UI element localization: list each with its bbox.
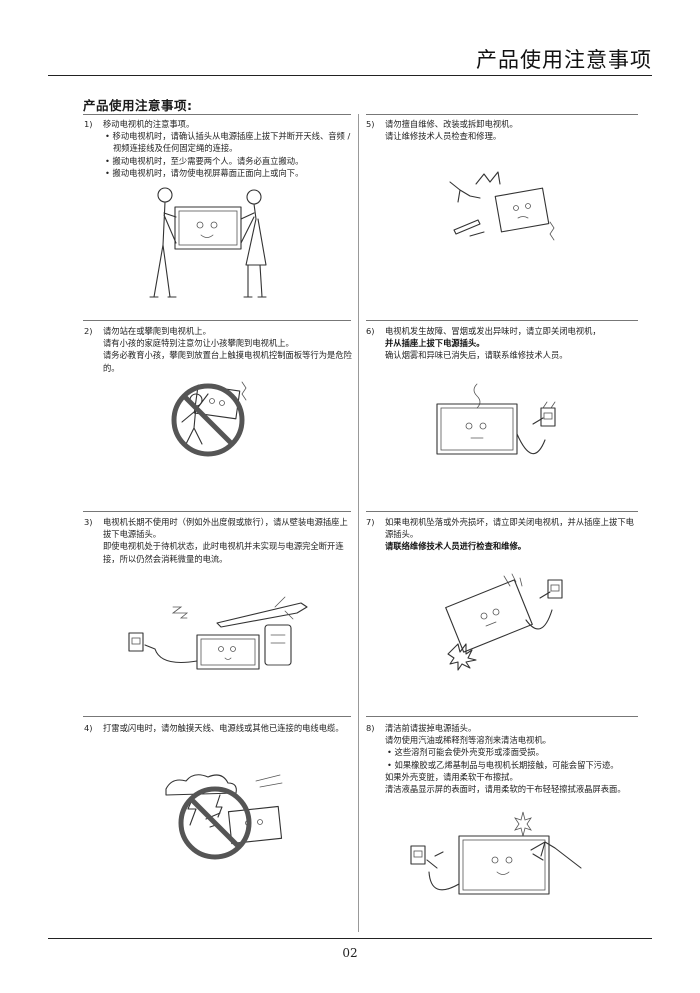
line-text: 请让维修技术人员检查和修理。	[385, 131, 502, 142]
line-text: 电视机长期不使用时（例如外出度假或旅行），请从壁装电源插座上拔下电源插头。	[103, 517, 348, 540]
text-line: 请勿使用汽油或稀释剂等溶剂来清洁电视机。	[385, 734, 638, 746]
line-text: 清洁液晶显示屏的表面时，请用柔软的干布轻轻擦拭液晶屏表面。	[385, 784, 626, 795]
item-body: 如果电视机坠落或外壳损坏，请立即关闭电视机，并从插座上拔下电源插头。请联络维修技…	[385, 516, 638, 553]
item-body: 清洁前请拔掉电源插头。请勿使用汽油或稀释剂等溶剂来清洁电视机。• 这些溶剂可能会…	[385, 722, 638, 795]
text-line: 请有小孩的家庭特别注意勿让小孩攀爬到电视机上。	[103, 337, 352, 349]
line-text: 请勿擅自维修、改装或拆卸电视机。	[385, 119, 518, 129]
block-divider	[366, 511, 638, 512]
text-line: 请勿擅自维修、改装或拆卸电视机。	[385, 118, 638, 130]
bullet-line: • 如果橡胶或乙烯基制品与电视机长期接触，可能会留下污迹。	[385, 759, 638, 771]
line-text: 电视机发生故障、冒烟或发出异味时，请立即关闭电视机，	[385, 326, 601, 336]
line-text: 搬动电视机时，至少需要两个人。请务必直立搬动。	[112, 155, 304, 166]
item-body: 电视机长期不使用时（例如外出度假或旅行），请从壁装电源插座上拔下电源插头。即使电…	[103, 516, 352, 565]
item-body: 移动电视机的注意事项。• 移动电视机时，请确认插头从电源插座上拔下并断开天线、音…	[103, 118, 352, 179]
line-text: 这些溶剂可能会使外壳变形或漆面受损。	[394, 747, 544, 758]
item-number: 8)	[366, 723, 375, 733]
line-text: 并从插座上拔下电源插头。	[385, 338, 485, 349]
unplug-when-away-illustration	[128, 596, 308, 670]
block-divider	[366, 114, 638, 115]
text-line: 如果电视机坠落或外壳损坏，请立即关闭电视机，并从插座上拔下电源插头。	[385, 516, 638, 540]
text-line: 移动电视机的注意事项。	[103, 118, 352, 130]
line-text: 移动电视机时，请确认插头从电源插座上拔下并断开天线、音频 / 视频连接线及任何固…	[112, 131, 351, 154]
page-header-title: 产品使用注意事项	[476, 48, 652, 72]
line-text: 请务必教育小孩，攀爬到放置台上触摸电视机控制面板等行为是危险的。	[103, 350, 352, 373]
text-line: 电视机发生故障、冒烟或发出异味时，请立即关闭电视机，	[385, 325, 638, 337]
text-line: 请让维修技术人员检查和修理。	[385, 130, 638, 142]
line-text: 即使电视机处于待机状态，此时电视机并未实现与电源完全断开连接，所以仍然会消耗微量…	[103, 541, 344, 564]
section-title: 产品使用注意事项:	[83, 98, 193, 113]
text-line: 并从插座上拔下电源插头。	[385, 337, 638, 349]
item-number: 6)	[366, 326, 375, 336]
item-number: 5)	[366, 119, 375, 129]
bullet-line: • 搬动电视机时，请勿使电视屏幕面正面向上或向下。	[103, 167, 352, 179]
line-text: 清洁前请拔掉电源插头。	[385, 723, 477, 733]
footer-divider	[48, 938, 652, 939]
text-line: 如果外壳变脏，请用柔软干布擦拭。	[385, 771, 638, 783]
item-number: 3)	[84, 517, 93, 527]
item-body: 打雷或闪电时，请勿触摸天线、电源线或其他已连接的电线电缆。	[103, 722, 352, 734]
item-body: 请勿站在或攀爬到电视机上。请有小孩的家庭特别注意勿让小孩攀爬到电视机上。请务必教…	[103, 325, 352, 374]
cleaning-tv-illustration	[410, 811, 582, 895]
item-number: 1)	[84, 119, 93, 129]
block-divider	[83, 716, 351, 717]
column-divider	[358, 114, 359, 932]
text-line: 请务必教育小孩，攀爬到放置台上触摸电视机控制面板等行为是危险的。	[103, 349, 352, 373]
header-divider	[48, 75, 652, 76]
bullet-line: • 这些溶剂可能会使外壳变形或漆面受损。	[385, 746, 638, 758]
bullet-dot-icon: •	[105, 167, 113, 178]
text-line: 请联络维修技术人员进行检查和维修。	[385, 540, 638, 552]
line-text: 请联络维修技术人员进行检查和维修。	[385, 541, 527, 552]
block-divider	[83, 114, 351, 115]
item-number: 2)	[84, 326, 93, 336]
text-line: 清洁液晶显示屏的表面时，请用柔软的干布轻轻擦拭液晶屏表面。	[385, 783, 638, 795]
block-divider	[366, 716, 638, 717]
bullet-dot-icon: •	[105, 131, 113, 142]
item-body: 请勿擅自维修、改装或拆卸电视机。请让维修技术人员检查和修理。	[385, 118, 638, 142]
item-number: 4)	[84, 723, 93, 733]
text-line: 请勿站在或攀爬到电视机上。	[103, 325, 352, 337]
bullet-line: • 移动电视机时，请确认插头从电源插座上拔下并断开天线、音频 / 视频连接线及任…	[103, 130, 352, 154]
item-body: 电视机发生故障、冒烟或发出异味时，请立即关闭电视机， 并从插座上拔下电源插头。确认…	[385, 325, 638, 362]
line-text: 确认烟雾和异味已消失后，请联系维修技术人员。	[385, 350, 568, 361]
line-text: 移动电视机的注意事项。	[103, 119, 195, 129]
block-divider	[83, 511, 351, 512]
line-text: 请勿使用汽油或稀释剂等溶剂来清洁电视机。	[385, 735, 551, 746]
lightning-warning-illustration	[165, 774, 283, 860]
page-number: 02	[342, 946, 358, 960]
text-line: 打雷或闪电时，请勿触摸天线、电源线或其他已连接的电线电缆。	[103, 722, 352, 734]
no-repair-illustration	[449, 171, 555, 241]
no-climbing-illustration	[171, 381, 247, 457]
line-text: 如果橡胶或乙烯基制品与电视机长期接触，可能会留下污迹。	[394, 759, 619, 770]
text-line: 确认烟雾和异味已消失后，请联系维修技术人员。	[385, 349, 638, 361]
line-text: 如果外壳变脏，请用柔软干布擦拭。	[385, 771, 518, 782]
line-text: 搬动电视机时，请勿使电视屏幕面正面向上或向下。	[112, 167, 304, 178]
bullet-dot-icon: •	[105, 155, 113, 166]
block-divider	[366, 320, 638, 321]
text-line: 清洁前请拔掉电源插头。	[385, 722, 638, 734]
line-text: 请勿站在或攀爬到电视机上。	[103, 326, 211, 336]
fallen-tv-illustration	[445, 573, 563, 671]
bullet-dot-icon: •	[387, 759, 395, 770]
line-text: 打雷或闪电时，请勿触摸天线、电源线或其他已连接的电线电缆。	[103, 723, 344, 733]
item-number: 7)	[366, 517, 375, 527]
smoke-unplug-illustration	[436, 383, 556, 455]
text-line: 即使电视机处于待机状态，此时电视机并未实现与电源完全断开连接，所以仍然会消耗微量…	[103, 540, 352, 564]
carry-tv-illustration	[149, 187, 267, 298]
line-text: 请有小孩的家庭特别注意勿让小孩攀爬到电视机上。	[103, 338, 294, 349]
text-line: 电视机长期不使用时（例如外出度假或旅行），请从壁装电源插座上拔下电源插头。	[103, 516, 352, 540]
line-text: 如果电视机坠落或外壳损坏，请立即关闭电视机，并从插座上拔下电源插头。	[385, 517, 634, 540]
block-divider	[83, 320, 351, 321]
bullet-line: • 搬动电视机时，至少需要两个人。请务必直立搬动。	[103, 155, 352, 167]
bullet-dot-icon: •	[387, 747, 395, 758]
